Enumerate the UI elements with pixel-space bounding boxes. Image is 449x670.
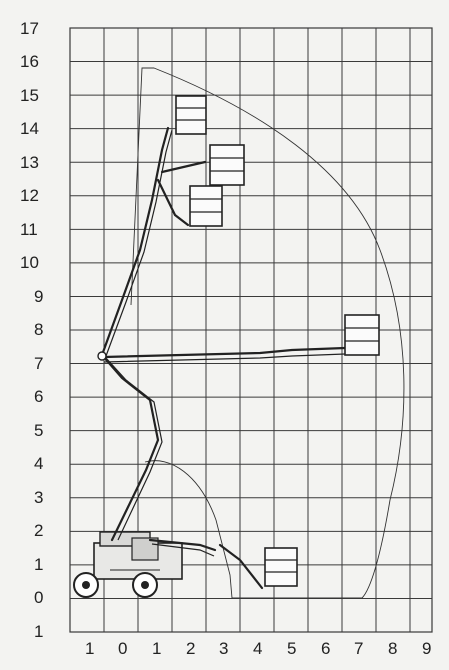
- x-tick: 1: [85, 639, 94, 658]
- x-tick: 1: [152, 639, 161, 658]
- y-tick: 1: [34, 555, 43, 574]
- platform-cage-outreach: [344, 314, 380, 356]
- y-tick: 2: [34, 521, 43, 540]
- y-tick: 0: [34, 588, 43, 607]
- y-tick: 16: [20, 52, 39, 71]
- stowed-boom: [148, 538, 264, 590]
- x-tick: 5: [287, 639, 296, 658]
- lift-wheels: [73, 572, 158, 598]
- x-tick: 4: [253, 639, 262, 658]
- lift-chassis: [93, 531, 183, 580]
- y-tick: 1: [34, 622, 43, 641]
- y-tick: 12: [20, 186, 39, 205]
- y-axis-ticks: 17 16 15 14 13 12 11 10 9 8 7 6 5 4 3 2 …: [20, 19, 43, 641]
- x-tick: 8: [388, 639, 397, 658]
- x-tick: 0: [118, 639, 127, 658]
- y-tick: 11: [20, 220, 38, 239]
- x-tick: 6: [321, 639, 330, 658]
- grid: [69, 27, 433, 633]
- y-tick: 14: [20, 119, 39, 138]
- y-tick: 15: [20, 86, 39, 105]
- platform-cage-top: [175, 95, 207, 135]
- x-tick: 3: [219, 639, 228, 658]
- y-tick: 13: [20, 153, 39, 172]
- y-tick: 9: [34, 287, 43, 306]
- x-axis-ticks: 1 0 1 2 3 4 5 6 7 8 9: [85, 639, 431, 658]
- x-tick: 9: [422, 639, 431, 658]
- y-tick: 17: [20, 19, 39, 38]
- raised-boom: [97, 126, 347, 542]
- y-tick: 5: [34, 421, 43, 440]
- working-envelope: [130, 67, 405, 599]
- x-tick: 7: [354, 639, 363, 658]
- y-tick: 4: [34, 454, 43, 473]
- y-tick: 7: [34, 354, 43, 373]
- platform-cage-ground: [264, 547, 298, 587]
- platform-cage-middle: [189, 185, 223, 227]
- x-tick: 2: [186, 639, 195, 658]
- y-tick: 3: [34, 488, 43, 507]
- y-tick: 8: [34, 320, 43, 339]
- y-tick: 6: [34, 387, 43, 406]
- y-tick: 10: [20, 253, 39, 272]
- platform-cage-upper: [209, 144, 245, 186]
